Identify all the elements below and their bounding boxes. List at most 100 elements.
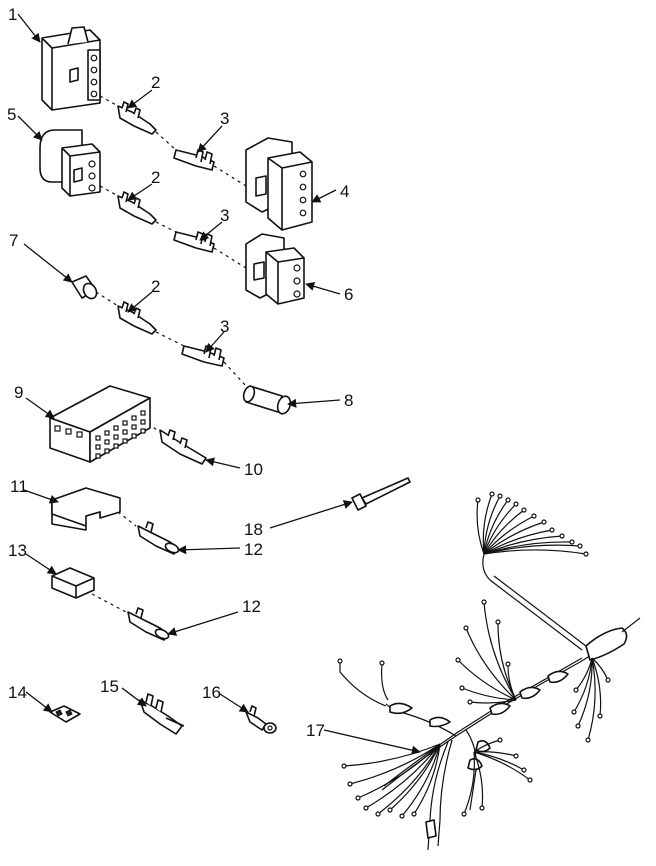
callout-2: 2 <box>151 73 160 92</box>
wire-lead <box>483 495 501 555</box>
wire-lead <box>349 743 441 785</box>
part-7-sleeve <box>71 275 98 300</box>
part-2-terminal-row1 <box>117 101 157 135</box>
wire-lead <box>401 743 441 817</box>
cavity <box>122 420 128 426</box>
wire-lead <box>483 601 517 701</box>
wire-end <box>541 519 547 525</box>
part-1-connector-housing <box>41 26 101 111</box>
wire-lead <box>497 621 517 701</box>
part-14-terminal <box>49 705 81 723</box>
part-16-ring-terminal <box>245 705 277 734</box>
cavity <box>54 425 61 432</box>
part-3-terminal-row2 <box>173 231 215 253</box>
wire-end <box>479 805 485 811</box>
wire-lead <box>483 529 553 555</box>
wire-end <box>411 811 417 817</box>
wire-lead <box>483 544 581 555</box>
part-8-insulator-tube <box>242 385 292 415</box>
cavity <box>131 415 137 421</box>
callout-8: 8 <box>344 391 353 410</box>
callout-3: 3 <box>220 317 229 336</box>
callout-5: 5 <box>7 105 16 124</box>
cavity <box>95 453 101 459</box>
wire-end <box>399 813 405 819</box>
wire-end <box>481 599 487 605</box>
wire-end <box>495 619 501 625</box>
cavity <box>113 425 119 431</box>
wire-lead <box>465 627 517 701</box>
wire-end <box>463 625 469 631</box>
callout-1: 1 <box>8 5 17 24</box>
cavity <box>95 444 101 450</box>
wire-end <box>475 497 481 503</box>
callout-14: 14 <box>8 683 27 702</box>
part-3-terminal-row1 <box>173 149 215 171</box>
part-6-connector <box>245 233 305 305</box>
wire-lead <box>473 751 517 757</box>
wire-end <box>341 763 347 769</box>
wire-end <box>497 493 503 499</box>
part-17-wire-harness <box>337 491 641 851</box>
wire-lead <box>507 663 517 701</box>
wire-end <box>577 543 583 549</box>
wire-end <box>497 737 503 743</box>
wire-lead <box>483 499 509 555</box>
callout-17: 17 <box>306 721 325 740</box>
wire-lead <box>365 743 441 809</box>
callout-3: 3 <box>220 109 229 128</box>
part-10-terminal <box>159 429 207 465</box>
callout-18: 18 <box>244 520 263 539</box>
wire-end <box>375 811 381 817</box>
callout-numbers: 1 2 3 4 5 2 3 6 7 2 3 8 9 10 11 12 13 12… <box>7 5 353 740</box>
wire-end <box>531 513 537 519</box>
wire-end <box>569 539 575 545</box>
cavity <box>113 443 119 449</box>
cavity <box>140 428 146 434</box>
wire-end <box>513 753 519 759</box>
wire-lead <box>573 657 593 713</box>
part-11-housing <box>51 487 121 531</box>
wire-end <box>605 677 611 683</box>
wire-lead <box>591 657 602 717</box>
cavity <box>95 435 101 441</box>
leader-lines <box>17 13 421 755</box>
callout-10: 10 <box>244 460 263 479</box>
wire-end <box>571 709 577 715</box>
wire-lead <box>482 493 493 555</box>
wire-end <box>505 661 511 667</box>
callout-16: 16 <box>202 683 221 702</box>
cavity <box>131 424 137 430</box>
part-12-terminal-a <box>137 521 180 555</box>
callout-2: 2 <box>151 277 160 296</box>
part-2-terminal-row3 <box>117 301 157 335</box>
part-12-terminal-b <box>127 607 170 641</box>
wire-end <box>585 737 591 743</box>
wire-end <box>573 687 579 693</box>
callout-15: 15 <box>100 677 119 696</box>
callout-2: 2 <box>151 168 160 187</box>
wire-lead <box>473 751 484 809</box>
wire-lead <box>357 743 441 799</box>
wire-lead <box>469 699 517 704</box>
wire-end <box>459 685 465 691</box>
callout-3: 3 <box>220 206 229 225</box>
cavity <box>104 430 110 436</box>
part-5-connector-housing <box>39 129 101 197</box>
wire-lead <box>483 535 563 555</box>
wire-lead <box>483 503 517 555</box>
wire-lead <box>377 743 441 815</box>
part-9-multi-cavity-block <box>49 385 151 463</box>
callout-12: 12 <box>244 540 263 559</box>
wire-end <box>521 767 527 773</box>
wire-end <box>363 805 369 811</box>
wire-lead <box>461 687 517 701</box>
cavity <box>113 434 119 440</box>
callout-12: 12 <box>242 597 261 616</box>
cavity <box>140 419 146 425</box>
cavity <box>65 428 72 435</box>
wire-end <box>521 507 527 513</box>
wire-lead <box>463 751 475 815</box>
wire-end <box>455 657 461 663</box>
